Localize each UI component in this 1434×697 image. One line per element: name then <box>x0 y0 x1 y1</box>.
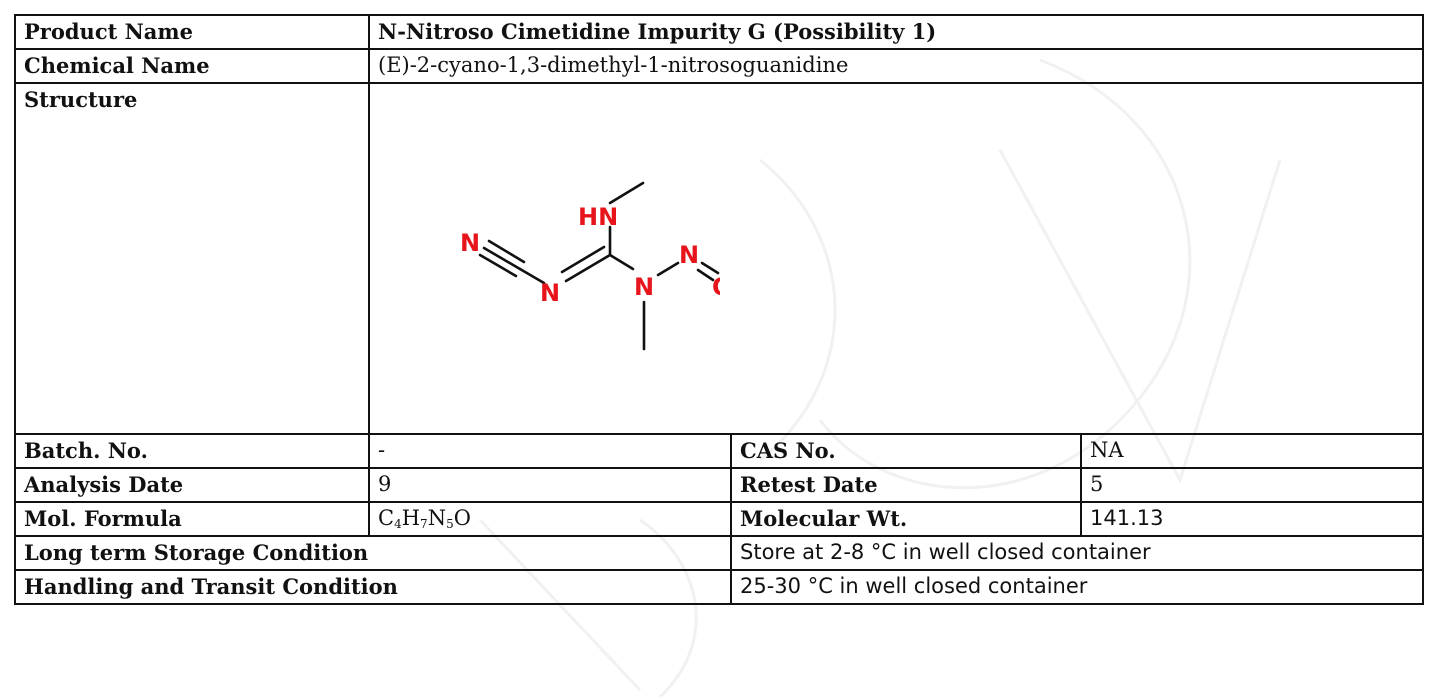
bond-c-n-imine-1 <box>564 253 612 283</box>
row-storage: Long term Storage Condition Store at 2-8… <box>14 535 1424 571</box>
bond-triple-3 <box>478 253 518 278</box>
row-product-name: Product Name N-Nitroso Cimetidine Impuri… <box>14 14 1424 50</box>
retest-date-value: 5 <box>1080 467 1424 503</box>
cas-no-value: NA <box>1080 433 1424 469</box>
product-name-value: N-Nitroso Cimetidine Impurity G (Possibi… <box>368 14 1424 50</box>
atom-o: O <box>712 273 720 301</box>
storage-condition-label: Long term Storage Condition <box>14 535 732 571</box>
analysis-date-label: Analysis Date <box>14 467 370 503</box>
row-batch-cas: Batch. No. - CAS No. NA <box>14 433 1424 469</box>
atom-hn: HN <box>578 203 618 231</box>
cas-no-label: CAS No. <box>730 433 1082 469</box>
bond-n-c-nitrile <box>518 267 546 285</box>
bond-triple-1 <box>482 246 522 271</box>
analysis-date-value: 9 <box>368 467 732 503</box>
bond-hn-methyl <box>608 181 645 205</box>
row-chemical-name: Chemical Name (E)-2-cyano-1,3-dimethyl-1… <box>14 48 1424 84</box>
handling-condition-label: Handling and Transit Condition <box>14 569 732 605</box>
row-structure: Structure <box>14 82 1424 435</box>
mol-formula-label: Mol. Formula <box>14 501 370 537</box>
batch-no-label: Batch. No. <box>14 433 370 469</box>
bond-n-o-2 <box>696 268 715 282</box>
bond-triple-2 <box>487 239 526 264</box>
chemical-name-value: (E)-2-cyano-1,3-dimethyl-1-nitrosoguanid… <box>368 48 1424 84</box>
molecular-weight-value: 141.13 <box>1080 501 1424 537</box>
atom-n-imine: N <box>540 279 560 307</box>
mol-formula-value: C4H7N5O <box>368 501 732 537</box>
coa-table: Product Name N-Nitroso Cimetidine Impuri… <box>14 14 1424 605</box>
atom-n-amine: N <box>634 273 654 301</box>
row-analysis-retest: Analysis Date 9 Retest Date 5 <box>14 467 1424 503</box>
row-handling: Handling and Transit Condition 25-30 °C … <box>14 569 1424 605</box>
product-name-label: Product Name <box>14 14 370 50</box>
structure-cell: HN N N N N O <box>368 82 1424 435</box>
handling-condition-value: 25-30 °C in well closed container <box>730 569 1424 605</box>
structure-label: Structure <box>14 82 370 435</box>
batch-no-value: - <box>368 433 732 469</box>
bond-c-n-imine-2 <box>560 245 606 274</box>
storage-condition-value: Store at 2-8 °C in well closed container <box>730 535 1424 571</box>
row-formula-weight: Mol. Formula C4H7N5O Molecular Wt. 141.1… <box>14 501 1424 537</box>
atom-n-cyano: N <box>460 229 480 257</box>
chemical-name-label: Chemical Name <box>14 48 370 84</box>
retest-date-label: Retest Date <box>730 467 1082 503</box>
bond-n-n <box>656 261 680 277</box>
atom-n-nitroso: N <box>679 241 699 269</box>
molecular-weight-label: Molecular Wt. <box>730 501 1082 537</box>
molecule-structure: HN N N N N O <box>460 181 720 351</box>
bond-n-o-1 <box>700 261 720 275</box>
bond-c-n-amine <box>608 253 635 271</box>
